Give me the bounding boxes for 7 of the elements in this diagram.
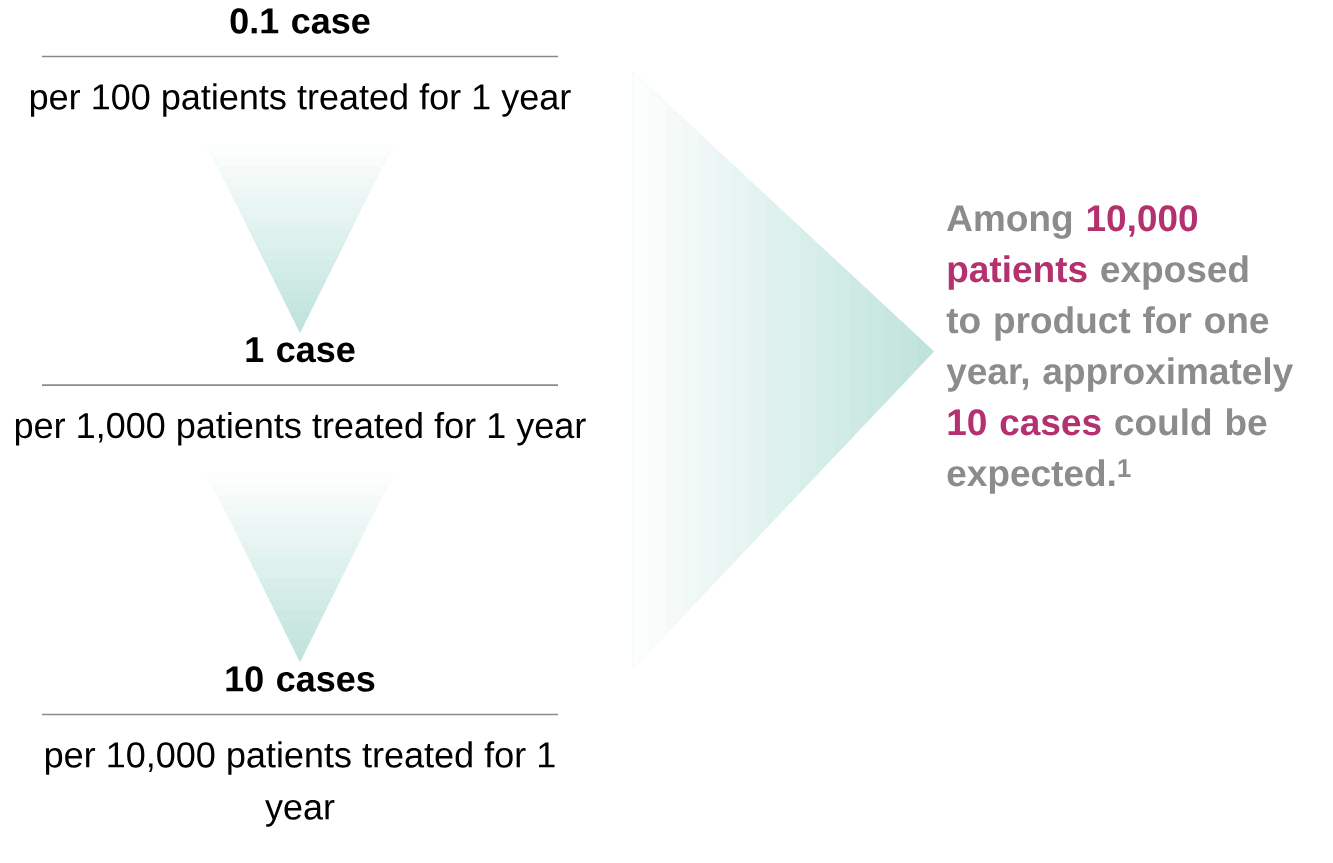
text-block: 0.1 case per 100 patients treated for 1 year [30, 8, 571, 117]
text-block: 10 cases per 10,000 patients treated for 1 year [41, 666, 559, 827]
statement-text: Among 10,000 patients exposed to product for one year, approximately 10 cases could be expected.$^{1}$ [946, 205, 1294, 494]
arrow [207, 145, 393, 333]
text-block: 1 case per 1,000 patients treated for 1 year [15, 337, 586, 446]
arrow [207, 473, 393, 662]
arrow [632, 71, 934, 670]
